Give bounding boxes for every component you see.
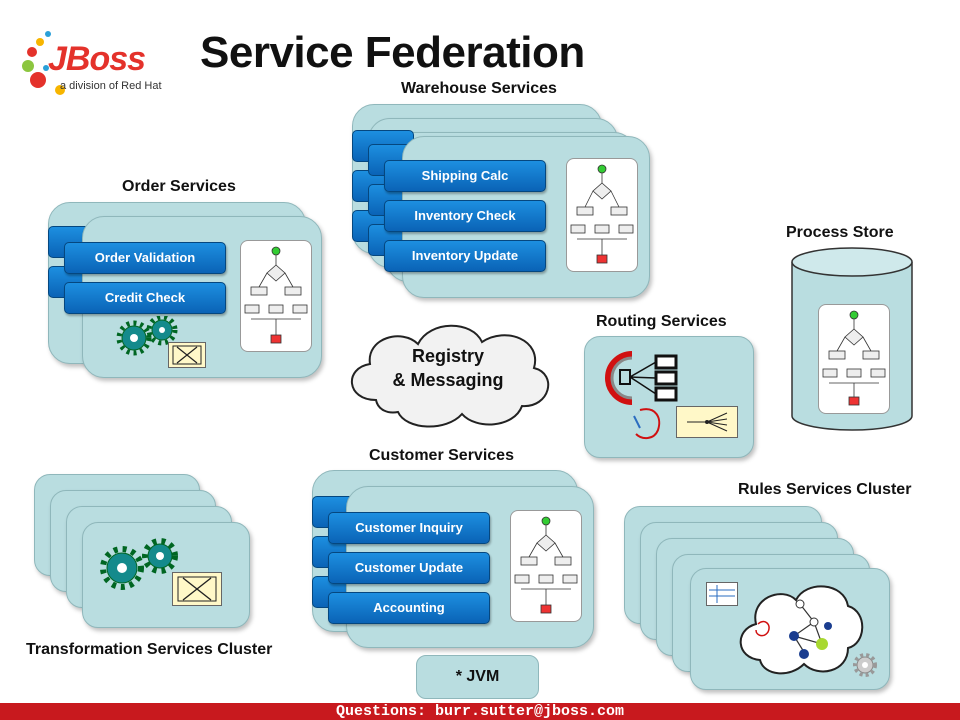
jboss-logo: JBoss a division of Red Hat [18,22,188,102]
transform-icon [168,342,206,368]
warehouse-services-label: Warehouse Services [401,80,557,97]
transform-icon [172,572,222,606]
rules-table-icon [706,582,738,606]
accounting-service[interactable]: Accounting [328,592,490,624]
process-diagram-icon [566,158,638,272]
routing-table-icon [676,406,738,438]
customer-inquiry-service[interactable]: Customer Inquiry [328,512,490,544]
cloud-icon [351,324,550,428]
transformation-services-label: Transformation Services Cluster [26,641,273,658]
process-store-label: Process Store [786,224,894,241]
customer-update-service[interactable]: Customer Update [328,552,490,584]
footer-questions[interactable]: Questions: burr.sutter@jboss.com [0,703,960,720]
logo-subtitle: a division of Red Hat [60,80,162,92]
process-diagram-icon [818,304,890,414]
process-diagram-icon [240,240,312,352]
inventory-update-service[interactable]: Inventory Update [384,240,546,272]
jvm-note: * JVM [416,655,539,699]
rules-cloud-icon [739,585,864,675]
customer-services-label: Customer Services [369,447,514,464]
inventory-check-service[interactable]: Inventory Check [384,200,546,232]
router-icon [605,351,678,405]
process-diagram-icon [510,510,582,622]
order-validation-service[interactable]: Order Validation [64,242,226,274]
shipping-calc-service[interactable]: Shipping Calc [384,160,546,192]
gears-icon [100,538,178,590]
registry-label: Registry [411,346,485,366]
page-title: Service Federation [200,28,585,77]
rules-services-label: Rules Services Cluster [738,481,912,498]
rule-flow-icon [633,408,661,440]
routing-services-label: Routing Services [596,313,727,330]
logo-brand: JBoss [48,40,146,78]
gears-icon [116,316,178,356]
gear-icon [853,653,877,677]
messaging-label: & Messaging [392,370,504,390]
order-services-label: Order Services [122,178,236,195]
logo-dots-icon [22,31,65,95]
credit-check-service[interactable]: Credit Check [64,282,226,314]
